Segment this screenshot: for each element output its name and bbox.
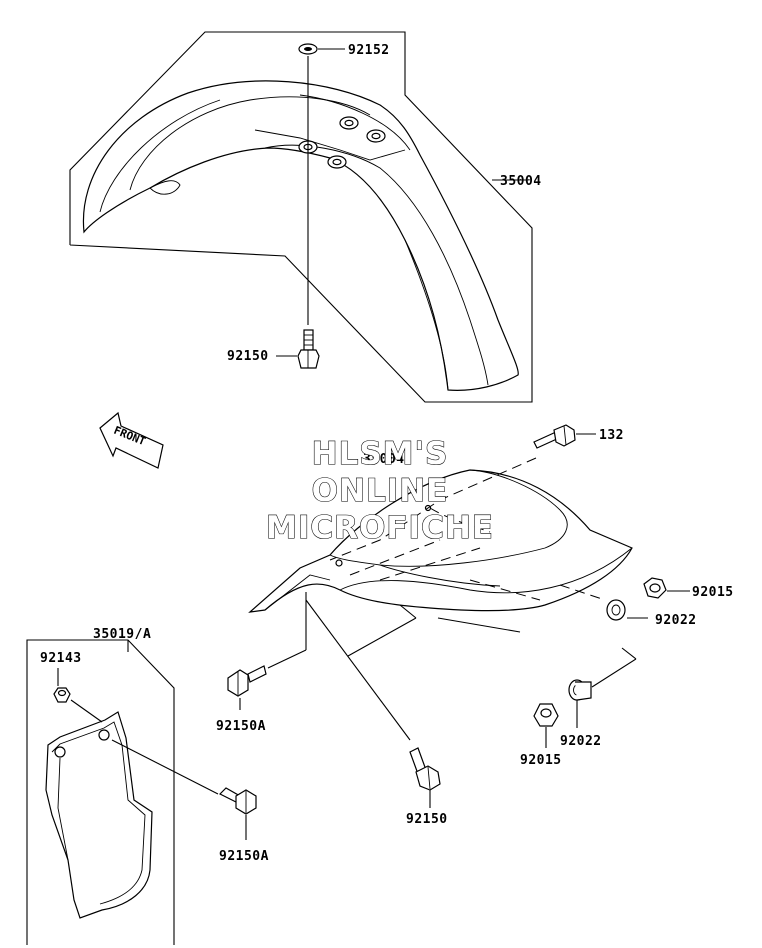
watermark-overprint-number: 35004 <box>363 452 405 467</box>
washer-92022-bottom[interactable] <box>568 679 592 701</box>
washer-92152[interactable] <box>298 43 318 55</box>
number-plate-35019[interactable] <box>45 711 153 919</box>
front-direction-arrow: FRONT <box>99 411 164 469</box>
label-35004[interactable]: 35004 <box>500 174 542 189</box>
collar-92143[interactable] <box>53 687 71 703</box>
label-92150-top[interactable]: 92150 <box>227 349 269 364</box>
watermark-line-1: HLSM'S <box>312 436 449 472</box>
rear-fender-group <box>227 424 690 808</box>
plate-group <box>26 639 257 945</box>
label-92152[interactable]: 92152 <box>348 43 390 58</box>
front-fender-boundary <box>69 31 533 403</box>
washer-92022-right[interactable] <box>606 599 626 621</box>
nut-92015-right[interactable] <box>643 577 667 599</box>
label-132[interactable]: 132 <box>599 428 624 443</box>
bolt-92150-bottom[interactable] <box>409 747 441 791</box>
bolt-132[interactable] <box>533 424 576 449</box>
label-92150-bottom[interactable]: 92150 <box>406 812 448 827</box>
watermark-line-3: MICROFICHE <box>266 510 494 546</box>
front-fender-group <box>69 31 533 403</box>
label-92015-bottom[interactable]: 92015 <box>520 753 562 768</box>
watermark-line-2: ONLINE <box>312 473 449 509</box>
label-92015-right[interactable]: 92015 <box>692 585 734 600</box>
label-92143[interactable]: 92143 <box>40 651 82 666</box>
label-92150A-middle[interactable]: 92150A <box>216 719 266 734</box>
watermark: 35004 HLSM'S ONLINE MICROFICHE <box>265 435 494 546</box>
bolt-92150A-bottom[interactable] <box>218 787 257 815</box>
bolt-92150-top[interactable] <box>297 329 320 369</box>
label-35019[interactable]: 35019/A <box>93 627 151 642</box>
rear-fender[interactable] <box>248 469 633 613</box>
label-92022-bottom[interactable]: 92022 <box>560 734 602 749</box>
front-fender[interactable] <box>82 80 519 391</box>
label-92150A-bottom[interactable]: 92150A <box>219 849 269 864</box>
nut-92015-bottom[interactable] <box>533 703 559 727</box>
label-92022-right[interactable]: 92022 <box>655 613 697 628</box>
bolt-92150A-middle[interactable] <box>227 665 267 697</box>
